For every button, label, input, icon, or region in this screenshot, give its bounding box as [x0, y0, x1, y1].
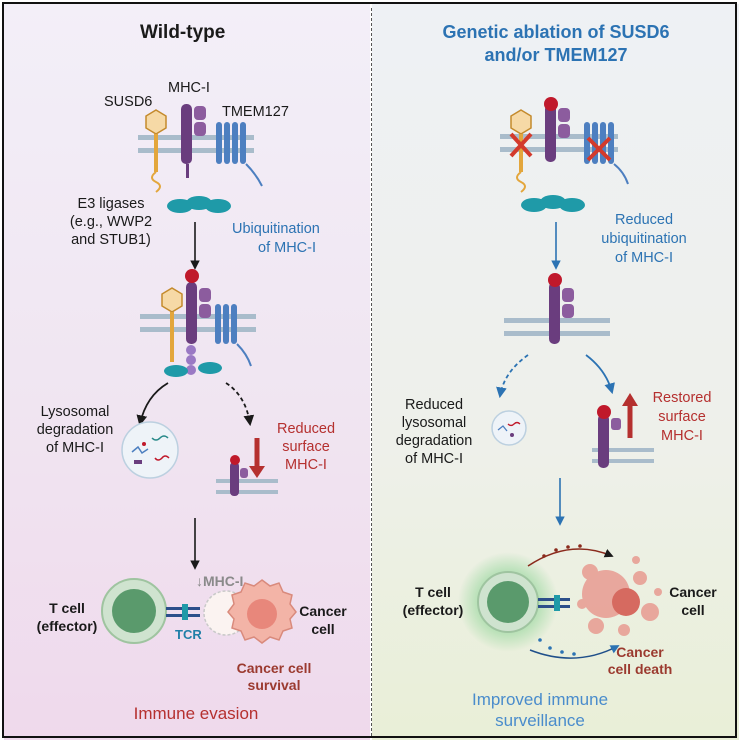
mhc-i-protein: [181, 104, 206, 178]
e3-ligases-label-1: E3 ligases: [77, 196, 145, 212]
cancer-cell-right-label-2: cell: [681, 602, 705, 618]
panel-divider: [371, 8, 372, 736]
tcr-label: TCR: [175, 627, 202, 642]
t-cell-right-label-1: T cell: [415, 584, 451, 600]
reduced-surface-label-1: Reduced: [276, 421, 336, 437]
cancer-cell-label-2: cell: [311, 621, 335, 637]
e3-ligase-complex-right: [521, 195, 585, 212]
cytotoxic-granules: [538, 544, 582, 656]
dying-cancer-cell-right: [577, 556, 662, 636]
ubiquitination-label-2: of MHC-I: [258, 240, 316, 256]
reduced-lysosomal-label-2: lysosomal: [401, 415, 467, 431]
ablation-title-2: and/or TMEM127: [484, 45, 628, 65]
e3-ligase-complex: [167, 196, 231, 213]
reduced-surface-label-2: surface: [282, 439, 330, 455]
cancer-survival-label-2: survival: [247, 677, 301, 693]
cancer-cell-right-label-1: Cancer: [669, 584, 717, 600]
membrane-mid-right: [504, 273, 610, 344]
wild-type-title: Wild-type: [140, 22, 226, 43]
reduced-ubiquitination-label-1: Reduced: [614, 212, 674, 228]
arrow-to-lysosome: [136, 382, 169, 427]
e3-ligases-label-2: (e.g., WWP2: [69, 214, 153, 230]
reduced-surface-mhc-left: [216, 438, 278, 496]
reduced-ubiquitination-label-3: of MHC-I: [615, 250, 673, 266]
reduced-lysosomal-label-4: of MHC-I: [405, 451, 463, 467]
cancer-death-label-1: Cancer: [616, 644, 664, 660]
dashed-arrow-to-surface: [225, 382, 255, 427]
cancer-survival-label-1: Cancer cell: [236, 660, 312, 676]
tmem127-label: TMEM127: [222, 104, 289, 120]
t-cell-label-1: T cell: [49, 600, 85, 616]
susd6-protein: [145, 109, 167, 193]
cancer-cell-label-1: Cancer: [299, 603, 347, 619]
reduced-lysosomal-label-3: degradation: [395, 433, 473, 449]
lysosome-left: [121, 421, 179, 479]
tmem127-protein: [216, 122, 263, 187]
t-cell-label-2: (effector): [36, 618, 98, 634]
t-cell-right: [458, 552, 570, 652]
e3-ligases-label-3: and STUB1): [71, 232, 151, 248]
arc-cytotoxic-return: [529, 645, 620, 659]
cancer-cell-left: [203, 579, 297, 644]
membrane-top-left: [138, 135, 254, 153]
restored-surface-label-3: MHC-I: [661, 428, 703, 444]
immune-evasion-label: Immune evasion: [133, 704, 259, 723]
reduced-lysosomal-label-1: Reduced: [404, 397, 464, 413]
knockout-x-susd6: [509, 132, 533, 158]
lysosomal-label-1: Lysosomal: [40, 404, 110, 420]
knockout-x-tmem127: [586, 136, 612, 162]
reduced-surface-label-3: MHC-I: [285, 457, 327, 473]
improved-surveillance-label-2: surveillance: [495, 711, 585, 730]
mhc-i-label: MHC-I: [168, 80, 210, 96]
improved-surveillance-label-1: Improved immune: [471, 690, 609, 709]
restored-surface-label-2: surface: [658, 409, 706, 425]
lysosome-right: [491, 410, 527, 446]
restored-surface-label-1: Restored: [652, 390, 712, 406]
dashed-arrow-to-lysosome-right: [496, 354, 529, 399]
membrane-mid-left: [140, 269, 256, 377]
arrow-to-restored-surface: [585, 354, 615, 395]
t-cell-left: [101, 578, 200, 644]
lysosomal-label-3: of MHC-I: [46, 440, 104, 456]
ubiquitination-label-1: Ubiquitination: [232, 221, 320, 237]
ablation-title-1: Genetic ablation of SUSD6: [442, 22, 670, 42]
cancer-death-label-2: cell death: [607, 661, 673, 677]
restored-surface-mhc-right: [592, 393, 654, 468]
reduced-ubiquitination-label-2: ubiquitination: [601, 231, 687, 247]
t-cell-right-label-2: (effector): [402, 602, 464, 618]
reduced-mhc-label: ↓MHC-I: [196, 573, 244, 589]
susd6-label: SUSD6: [104, 94, 153, 110]
lysosomal-label-2: degradation: [36, 422, 114, 438]
figure-border: [2, 2, 737, 738]
arc-to-cancer-death: [527, 548, 614, 567]
